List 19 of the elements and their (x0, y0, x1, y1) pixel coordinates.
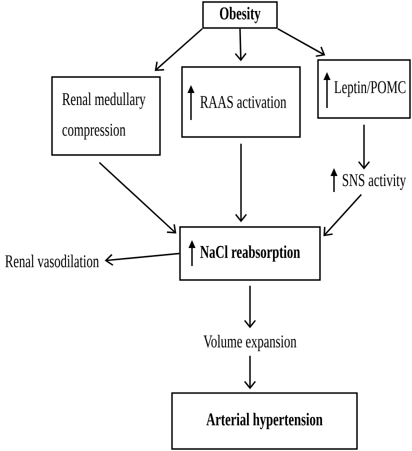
process-box: Obesity (202, 1, 278, 29)
arrow (98, 162, 176, 234)
arrow (235, 144, 247, 222)
step-label: Renal vasodilation (5, 254, 99, 268)
arrow (244, 286, 256, 328)
process-box: Arterial hypertension (171, 392, 358, 450)
process-box: RAAS activation (181, 66, 301, 138)
arrow (234, 28, 247, 62)
step-label: SNS activity (342, 174, 406, 190)
arrow (154, 28, 203, 71)
process-box: Leptin/POMC (317, 59, 411, 119)
arrow (244, 356, 256, 390)
process-box: Renal medullary compression (51, 76, 161, 156)
arrow (277, 28, 326, 57)
process-box: NaCl reabsorption (179, 226, 321, 281)
arrow (323, 194, 362, 236)
arrow (104, 252, 180, 266)
arrow (358, 124, 370, 170)
step-label: Volume expansion (204, 334, 296, 352)
